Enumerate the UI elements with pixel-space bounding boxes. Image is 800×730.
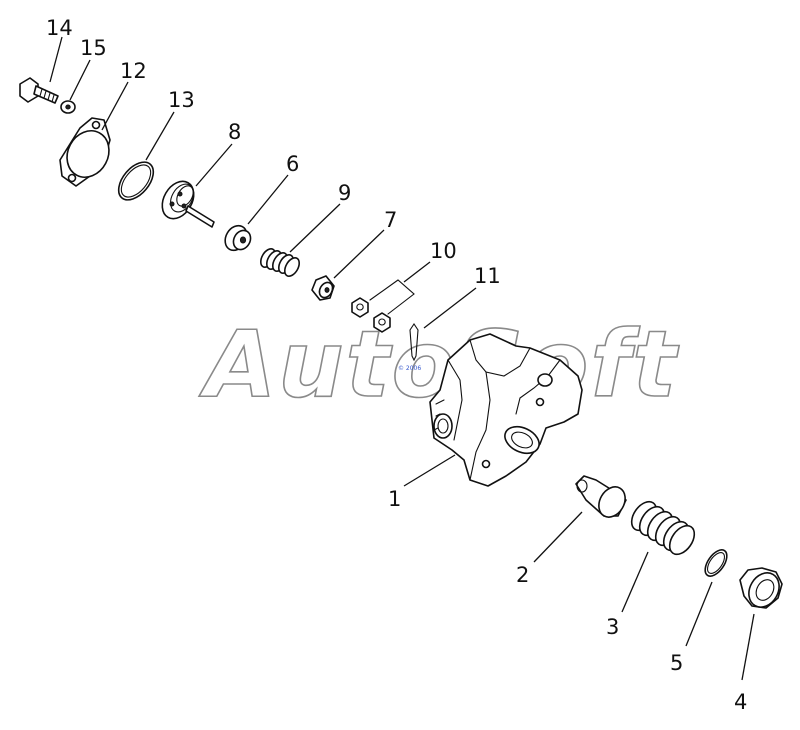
callout-13: 13 [168, 88, 195, 112]
callout-6: 6 [286, 152, 299, 176]
part-1-valve-body [429, 333, 583, 487]
part-5-o-ring [704, 549, 728, 577]
callout-2: 2 [516, 563, 529, 587]
part-8-plug [161, 180, 215, 228]
callout-4: 4 [734, 690, 747, 714]
part-14-bolt [19, 77, 59, 104]
part-15-washer [60, 100, 76, 114]
callout-10: 10 [430, 239, 457, 263]
callout-1: 1 [388, 487, 401, 511]
callout-3: 3 [606, 615, 619, 639]
part-3-spring [630, 500, 696, 556]
callout-15: 15 [80, 36, 107, 60]
callout-11: 11 [474, 264, 501, 288]
part-2-spool [575, 475, 627, 518]
leader-lines [49, 36, 755, 681]
part-12-cover [59, 117, 111, 187]
callout-9: 9 [338, 181, 351, 205]
part-9-spring [259, 248, 301, 277]
callout-14: 14 [46, 16, 73, 40]
callout-8: 8 [228, 120, 241, 144]
part-6-seat [224, 224, 252, 252]
part-4-plug [739, 567, 783, 609]
callout-7: 7 [384, 208, 397, 232]
part-13-o-ring [117, 161, 155, 201]
part-11-pin [409, 323, 419, 362]
part-10-nuts [351, 279, 415, 333]
callout-5: 5 [670, 651, 683, 675]
part-7-piston [311, 275, 335, 301]
callout-12: 12 [120, 59, 147, 83]
watermark-small-text: © 2006 [398, 365, 421, 372]
